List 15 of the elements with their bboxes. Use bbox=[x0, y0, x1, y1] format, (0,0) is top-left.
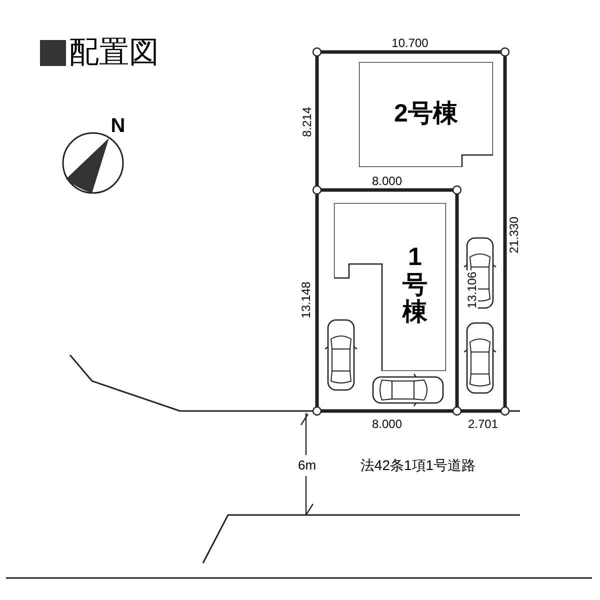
building-outline bbox=[359, 62, 493, 167]
dimension-label: 6m bbox=[296, 458, 318, 472]
title: 配置図 bbox=[69, 38, 159, 68]
dimension-label: 8.000 bbox=[370, 175, 404, 187]
dimension-label: 2.701 bbox=[466, 418, 500, 430]
dimension-label: 8.000 bbox=[370, 418, 404, 430]
building-label: 2号棟 bbox=[394, 100, 458, 128]
dimension-label: 8.214 bbox=[301, 106, 313, 138]
dimension-label: 21.330 bbox=[508, 216, 520, 254]
dimension-label: 13.148 bbox=[300, 280, 312, 320]
dimension-label: 13.106 bbox=[466, 270, 478, 310]
building-label: 1号棟 bbox=[402, 244, 428, 326]
dimension-label: 10.700 bbox=[390, 37, 430, 49]
road-label: 法42条1項1号道路 bbox=[359, 458, 477, 472]
building-outline bbox=[334, 203, 446, 371]
